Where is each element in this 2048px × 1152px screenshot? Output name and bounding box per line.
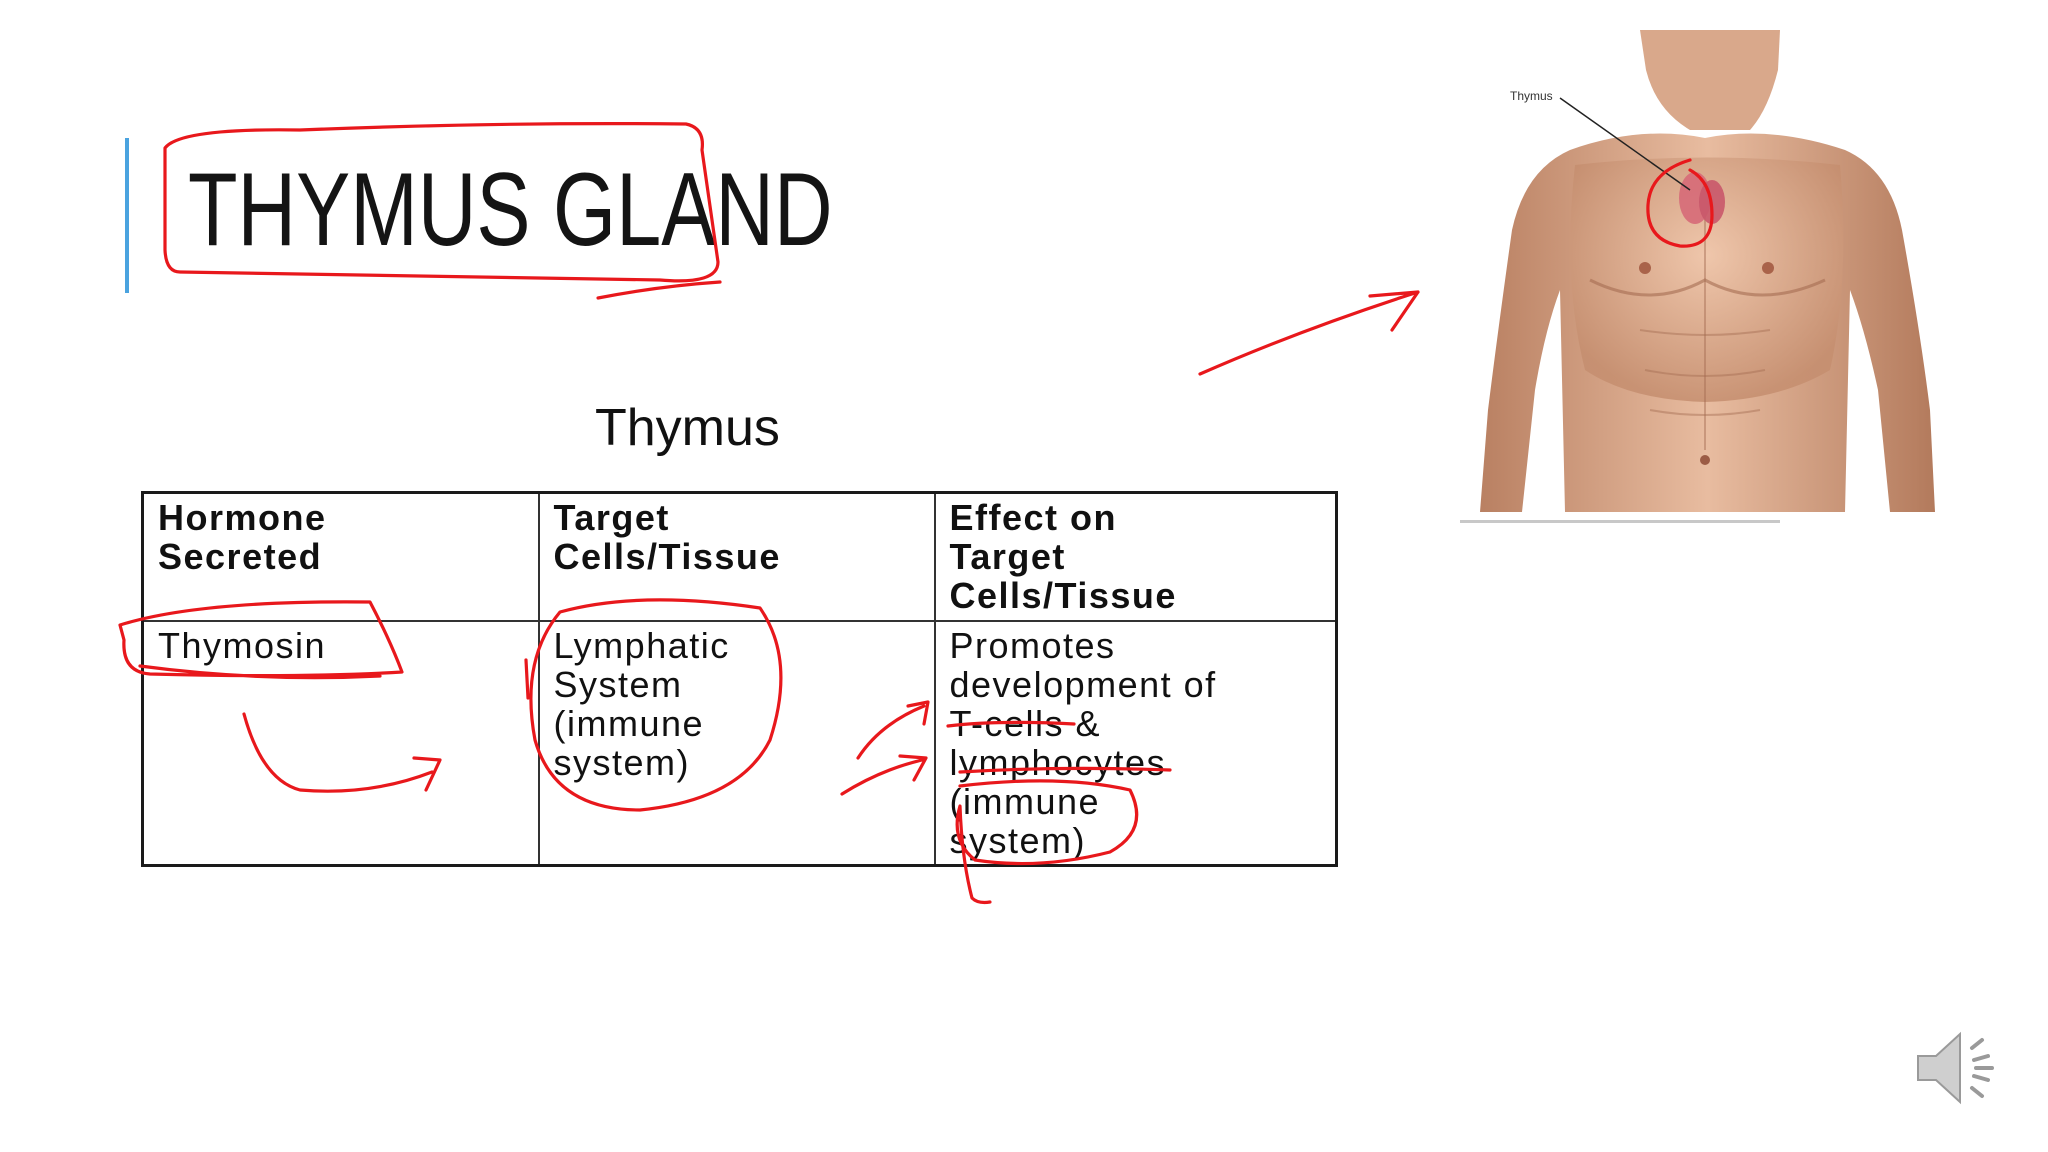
title-accent-bar (125, 138, 129, 293)
cell-target: Lymphatic System (immune system) (537, 620, 936, 867)
thymus-figure-label: Thymus (1510, 89, 1553, 103)
arrow-to-figure-annotation (1198, 290, 1420, 376)
table-row: Thymosin Lymphatic System (immune system… (141, 620, 1338, 867)
slide-title: THYMUS GLAND (188, 152, 833, 268)
hormone-table: Hormone Secreted Target Cells/Tissue Eff… (141, 491, 1338, 867)
speaker-icon[interactable] (1908, 1018, 2008, 1118)
cell-effect: Promotes development of T-cells & lympho… (933, 620, 1338, 867)
cell-hormone: Thymosin (141, 620, 540, 867)
header-target: Target Cells/Tissue (537, 491, 936, 622)
header-effect: Effect on Target Cells/Tissue (933, 491, 1338, 622)
title-underline-stroke (596, 280, 722, 300)
male-torso-illustration: Thymus (1460, 30, 1935, 523)
header-hormone: Hormone Secreted (141, 491, 540, 622)
table-header-row: Hormone Secreted Target Cells/Tissue Eff… (141, 491, 1338, 622)
table-heading: Thymus (595, 399, 780, 457)
